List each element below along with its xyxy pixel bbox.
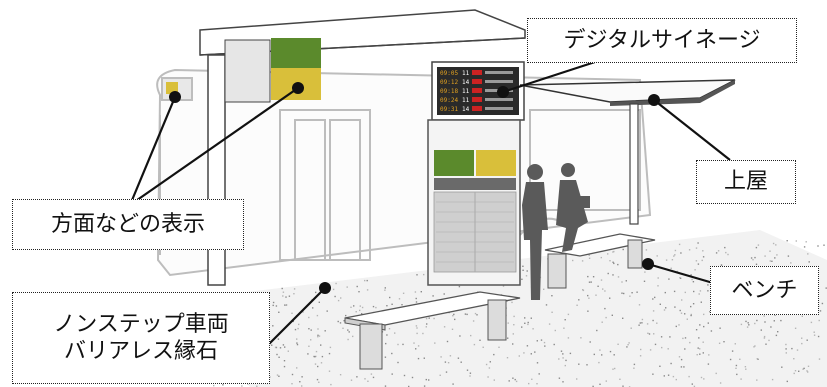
signage-destination-text xyxy=(485,98,513,101)
leader-dots xyxy=(169,82,660,294)
signage-route-badge xyxy=(472,88,482,93)
signage-time: 09:18 xyxy=(440,88,458,95)
bench-front xyxy=(344,291,521,370)
route-panel-green xyxy=(434,150,474,176)
signage-route-number: 11 xyxy=(462,88,470,95)
signage-destination-text xyxy=(485,71,513,74)
signage-time: 09:31 xyxy=(440,106,458,113)
digital-signage: 09:05 11 09:12 14 09:18 11 09:24 11 09:31 14 xyxy=(427,61,525,286)
signage-destination-text xyxy=(485,107,513,110)
signage-time: 09:12 xyxy=(440,79,458,86)
signage-route-number: 14 xyxy=(462,79,470,86)
label-low-floor-vehicle: ノンステップ車両 xyxy=(53,311,229,337)
signage-time: 09:24 xyxy=(440,97,458,104)
label-canopy: 上屋 xyxy=(696,160,796,204)
person-standing xyxy=(522,164,548,300)
person-walking xyxy=(556,163,590,252)
signage-route-number: 11 xyxy=(462,97,470,104)
signage-time: 09:05 xyxy=(440,70,458,77)
signage-route-number: 14 xyxy=(462,106,470,113)
signage-route-badge xyxy=(472,79,482,84)
signage-destination-text xyxy=(485,80,513,83)
signage-route-badge xyxy=(472,97,482,102)
label-digital-signage: デジタルサイネージ xyxy=(527,18,797,63)
signage-route-badge xyxy=(472,106,482,111)
bench-back xyxy=(544,233,656,289)
leader-lines xyxy=(128,60,731,346)
canopy xyxy=(519,79,736,225)
label-barrier-free-curb: バリアレス縁石 xyxy=(63,339,218,364)
label-low-floor-and-curb: ノンステップ車両 バリアレス縁石 xyxy=(12,292,270,384)
label-bench: ベンチ xyxy=(710,266,819,315)
signage-route-badge xyxy=(472,70,482,75)
signage-route-number: 11 xyxy=(462,70,470,77)
route-panel-yellow xyxy=(476,150,516,176)
destination-panel-green xyxy=(271,38,321,68)
label-destination-display: 方面などの表示 xyxy=(12,199,244,250)
